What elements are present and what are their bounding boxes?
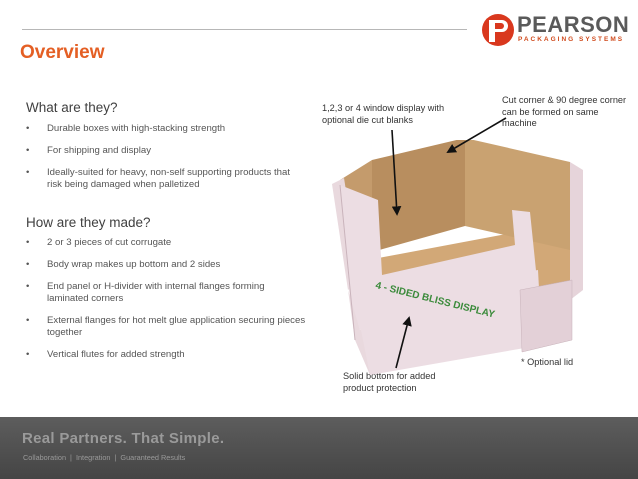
callout-lid: * Optional lid (521, 357, 574, 367)
pearson-logo: PEARSON PACKAGING SYSTEMS (481, 10, 631, 50)
box-back-right-panel (465, 140, 570, 250)
logo-subtitle: PACKAGING SYSTEMS (518, 36, 625, 43)
footer-item: Integration (75, 453, 111, 462)
how-bullet-list: 2 or 3 pieces of cut corrugate Body wrap… (26, 237, 306, 371)
footer-tagline: Real Partners. That Simple. (22, 430, 225, 447)
section-heading-what: What are they? (26, 100, 118, 115)
logo-wordmark: PEARSON (517, 12, 630, 37)
callout-window: 1,2,3 or 4 window display with optional … (322, 103, 445, 125)
callout-bottom: Solid bottom for added product protectio… (343, 371, 436, 393)
top-divider (22, 29, 467, 30)
box-right-panel (570, 162, 583, 300)
page-title: Overview (20, 42, 105, 63)
what-bullet-list: Durable boxes with high-stacking strengt… (26, 123, 306, 201)
list-item: For shipping and display (26, 145, 306, 157)
footer-banner: Real Partners. That Simple. Collaboratio… (0, 417, 638, 479)
box-right-flap (519, 279, 573, 353)
footer-item: Collaboration (23, 453, 66, 462)
list-item: Durable boxes with high-stacking strengt… (26, 123, 306, 135)
arrow-corner (446, 117, 507, 153)
display-box-illustration: 4 - SIDED BLISS DISPLAY (332, 140, 583, 375)
list-item: End panel or H-divider with internal fla… (26, 281, 306, 305)
list-item: External flanges for hot melt glue appli… (26, 315, 306, 339)
list-item: Ideally-suited for heavy, non-self suppo… (26, 167, 306, 191)
list-item: Vertical flutes for added strength (26, 349, 306, 361)
footer-item: Guaranteed Results (120, 453, 186, 462)
logo-mark-icon (482, 14, 514, 46)
callout-corner: Cut corner & 90 degree corner can be for… (502, 95, 627, 128)
footer-separator: | (114, 453, 117, 462)
arrow-bottom (395, 316, 412, 369)
footer-subline: Collaboration | Integration | Guaranteed… (22, 453, 186, 462)
footer-separator: | (70, 453, 72, 462)
section-heading-how: How are they made? (26, 215, 151, 230)
arrow-window (391, 129, 402, 216)
list-item: Body wrap makes up bottom and 2 sides (26, 259, 306, 271)
list-item: 2 or 3 pieces of cut corrugate (26, 237, 306, 249)
